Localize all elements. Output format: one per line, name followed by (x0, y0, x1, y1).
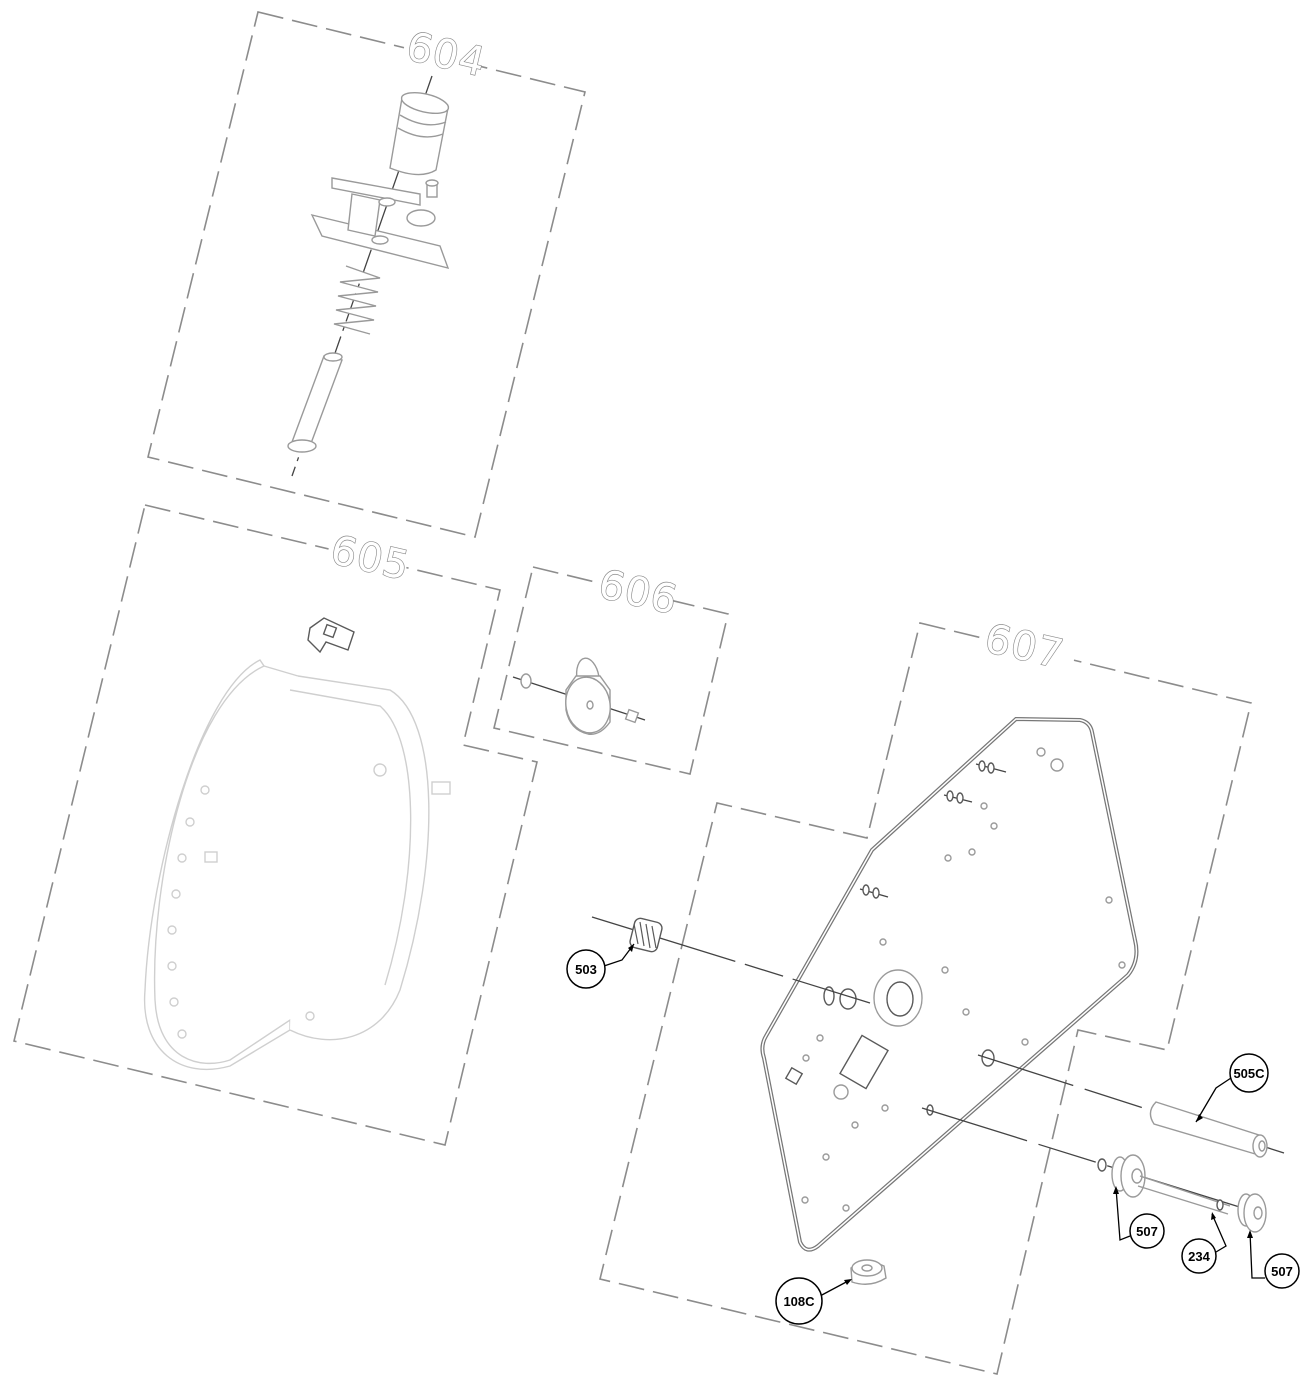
group-605-boundary (13, 504, 538, 1146)
cap-part (850, 1259, 887, 1285)
callout-507-left-label: 507 (1136, 1224, 1158, 1239)
roller-wheel (512, 657, 646, 735)
group-607-label: 607 (981, 616, 1069, 679)
callout-108c (775, 1277, 823, 1325)
callouts: 503 505C 507 234 507 108C (566, 943, 1300, 1325)
group-606: 606 (493, 559, 729, 775)
callout-108c-label: 108C (783, 1294, 815, 1309)
group-607: 607 (591, 612, 1285, 1375)
callout-234 (1181, 1238, 1217, 1274)
callout-503-label: 503 (575, 962, 597, 977)
main-plate (760, 716, 1139, 1252)
clip-part (307, 617, 355, 654)
group-606-boundary (493, 566, 729, 775)
pulley-axis (921, 1107, 1263, 1215)
callout-505c (1229, 1053, 1269, 1093)
callout-507-right (1264, 1253, 1300, 1289)
band-ring (143, 659, 451, 1071)
valve-assembly (287, 75, 450, 477)
group-607-boundary (599, 622, 1252, 1375)
callout-503 (566, 949, 606, 989)
callout-507-right-label: 507 (1271, 1264, 1293, 1279)
group-604-label: 604 (402, 24, 490, 87)
group-606-label: 606 (594, 561, 682, 624)
gear-part (629, 917, 663, 953)
group-605-label: 605 (326, 527, 414, 590)
callout-234-label: 234 (1188, 1249, 1210, 1264)
group-605: 605 (13, 504, 538, 1146)
group-604: 604 (147, 11, 586, 538)
pulley-shaft-part (1097, 1154, 1267, 1233)
callout-505c-label: 505C (1233, 1066, 1265, 1081)
roller-part (1149, 1101, 1268, 1158)
callout-507-left (1129, 1213, 1165, 1249)
